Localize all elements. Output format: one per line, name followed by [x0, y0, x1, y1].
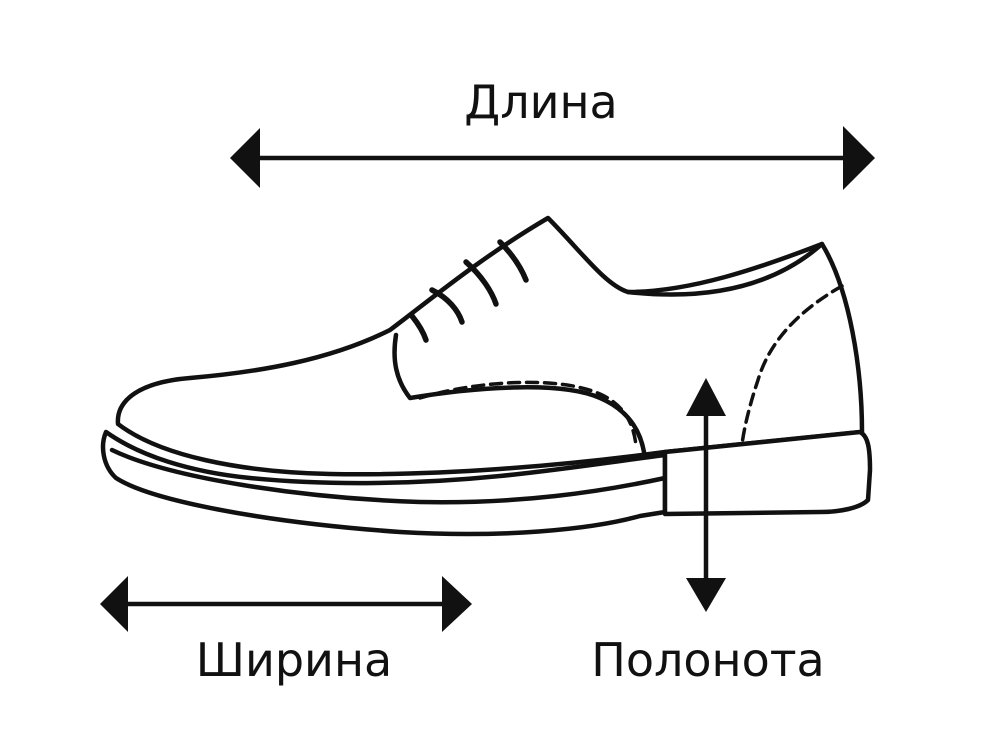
lace-3 — [497, 239, 529, 283]
length-label: Длина — [464, 75, 618, 129]
width-arrow — [100, 576, 472, 632]
width-label: Ширина — [196, 633, 392, 687]
heel-stitch — [740, 284, 844, 446]
shoe-upper — [115, 215, 865, 477]
length-arrow — [230, 126, 875, 190]
sole-edge-line — [109, 447, 668, 505]
quarter-stitch — [418, 380, 638, 448]
shoe-heel — [662, 429, 873, 517]
shoe-icon — [100, 215, 873, 537]
lace-2 — [463, 259, 499, 307]
lace-1 — [429, 287, 465, 325]
collar-line — [625, 241, 825, 297]
fullness-arrow — [686, 378, 726, 612]
lace-4 — [409, 313, 429, 343]
fullness-label: Полонота — [591, 633, 824, 687]
